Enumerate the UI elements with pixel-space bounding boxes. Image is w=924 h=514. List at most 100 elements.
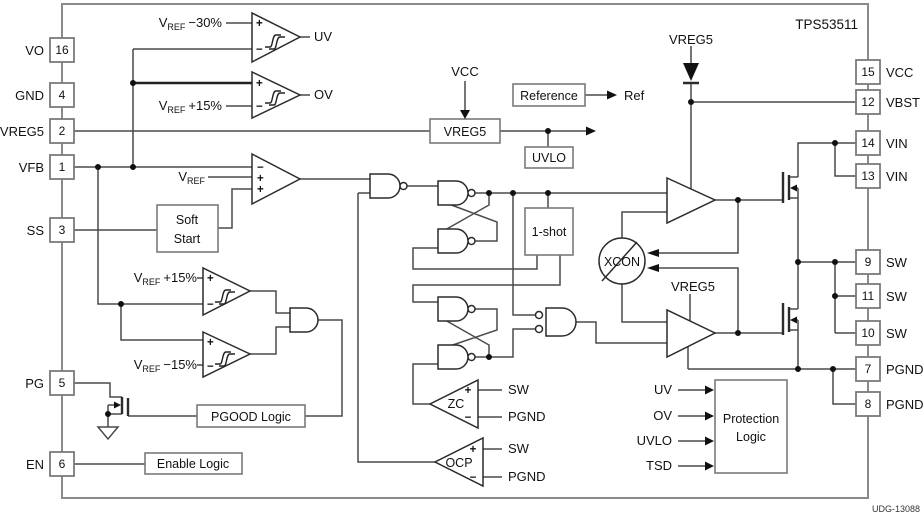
nand-latch1-top xyxy=(437,180,476,206)
nand-latch2-top xyxy=(437,296,476,322)
ov-minus: − xyxy=(256,101,263,113)
protection-input-ov: OV xyxy=(653,408,672,423)
xcon-block: XCON xyxy=(598,237,646,285)
vcc-label: VCC xyxy=(451,64,478,79)
pin-left-pg: PG 5 xyxy=(25,370,75,396)
ocp-comparator: + − OCP xyxy=(433,436,484,488)
pwm-plus-1: + xyxy=(257,173,264,185)
pin-number: 12 xyxy=(861,95,875,109)
nand-gate-input xyxy=(369,173,408,199)
ocp-minus: − xyxy=(470,472,477,484)
pgood-low-comparator: + − xyxy=(202,330,252,379)
pin-label: SS xyxy=(27,223,45,238)
vref-minus30-label: VREF−30% xyxy=(159,15,223,32)
mosfet-bars xyxy=(120,81,791,416)
ov-comparator: + − xyxy=(251,70,302,120)
protection-label-1: Protection xyxy=(723,412,779,426)
zc-pgnd-label: PGND xyxy=(508,409,546,424)
pin-label: SW xyxy=(886,326,908,341)
pgh-minus: − xyxy=(207,299,214,311)
pin-label: VIN xyxy=(886,169,908,184)
protection-logic-block: Protection Logic xyxy=(714,379,788,474)
one-shot-label: 1-shot xyxy=(532,225,567,239)
pin-number: 1 xyxy=(59,160,66,174)
vreg5-bootstrap-label: VREG5 xyxy=(669,32,713,47)
zc-label: ZC xyxy=(448,397,465,411)
pin-label: VCC xyxy=(886,65,913,80)
pin-left-vfb: VFB 1 xyxy=(19,154,75,180)
protection-input-tsd: TSD xyxy=(646,458,672,473)
pin-number: 15 xyxy=(861,65,875,79)
pin-number: 2 xyxy=(59,124,66,138)
and-gate-inverted-inputs xyxy=(534,307,577,337)
ov-output-label: OV xyxy=(314,87,333,102)
vref-label: VREF xyxy=(178,169,205,186)
pwm-plus-2: + xyxy=(257,184,264,196)
uv-plus: + xyxy=(256,18,263,30)
enable-logic-label: Enable Logic xyxy=(157,457,229,471)
ov-plus: + xyxy=(256,78,263,90)
circuit-wires xyxy=(74,22,856,478)
ocp-plus: + xyxy=(470,444,477,456)
vref-plus15-top-label: VREF+15% xyxy=(159,98,223,115)
pin-number: 11 xyxy=(862,289,875,303)
enable-logic-block: Enable Logic xyxy=(144,452,243,475)
pgood-logic-label: PGOOD Logic xyxy=(211,410,291,424)
pgl-minus: − xyxy=(207,361,214,373)
uvlo-label: UVLO xyxy=(532,151,566,165)
pwm-minus: − xyxy=(257,162,264,174)
soft-start-label-2: Start xyxy=(174,232,201,246)
ref-output-label: Ref xyxy=(624,88,645,103)
uv-output-label: UV xyxy=(314,29,332,44)
pgl-plus: + xyxy=(207,337,214,349)
pin-label: SW xyxy=(886,289,908,304)
pin-right-sw10: 10 SW xyxy=(855,320,908,346)
pin-label: PG xyxy=(25,376,44,391)
ground-icon xyxy=(96,426,120,441)
zc-plus: + xyxy=(465,385,472,397)
vreg5-driver-label: VREG5 xyxy=(671,279,715,294)
pin-left-vreg5: VREG5 2 xyxy=(0,118,75,144)
vreg5-label: VREG5 xyxy=(444,125,486,139)
diagram-code: UDG-13088 xyxy=(872,504,920,514)
pin-label: PGND xyxy=(886,397,924,412)
low-side-driver xyxy=(666,308,717,359)
uv-minus: − xyxy=(256,44,263,56)
xcon-slash xyxy=(601,241,638,282)
high-side-driver xyxy=(666,176,717,225)
chip-title: TPS53511 xyxy=(795,17,858,32)
vref-plus15-mid-label: VREF+15% xyxy=(134,270,198,287)
pin-number: 9 xyxy=(865,255,872,269)
reference-label: Reference xyxy=(520,89,578,103)
pgood-high-comparator: + − xyxy=(202,266,252,317)
protection-input-uvlo: UVLO xyxy=(637,433,672,448)
pin-left-gnd: GND 4 xyxy=(15,82,75,108)
soft-start-block: Soft Start xyxy=(156,204,219,253)
pin-number: 16 xyxy=(55,43,69,57)
pin-right-pgnd8: 8 PGND xyxy=(855,391,924,417)
pgood-logic-block: PGOOD Logic xyxy=(196,404,306,428)
pin-right-sw11: 11 SW xyxy=(855,283,908,309)
pgh-plus: + xyxy=(207,273,214,285)
zc-sw-label: SW xyxy=(508,382,530,397)
pin-right-vbst: 12 VBST xyxy=(855,89,920,115)
pwm-comparator: − + + xyxy=(251,152,302,206)
pin-left-en: EN 6 xyxy=(26,451,75,477)
pin-number: 13 xyxy=(861,169,875,183)
pgood-and-gate xyxy=(289,307,319,333)
pin-label: SW xyxy=(886,255,908,270)
pin-label: VIN xyxy=(886,136,908,151)
pin-number: 5 xyxy=(59,376,66,390)
uv-comparator: + − xyxy=(251,11,302,64)
pin-number: 10 xyxy=(861,326,875,340)
pin-left-ss: SS 3 xyxy=(27,217,75,243)
pin-number: 7 xyxy=(865,362,872,376)
diode-icon xyxy=(683,63,699,81)
ocp-label: OCP xyxy=(445,456,472,470)
pin-number: 14 xyxy=(861,136,875,150)
protection-label-2: Logic xyxy=(736,430,766,444)
pin-label: EN xyxy=(26,457,44,472)
zc-comparator: + − ZC xyxy=(428,378,479,430)
